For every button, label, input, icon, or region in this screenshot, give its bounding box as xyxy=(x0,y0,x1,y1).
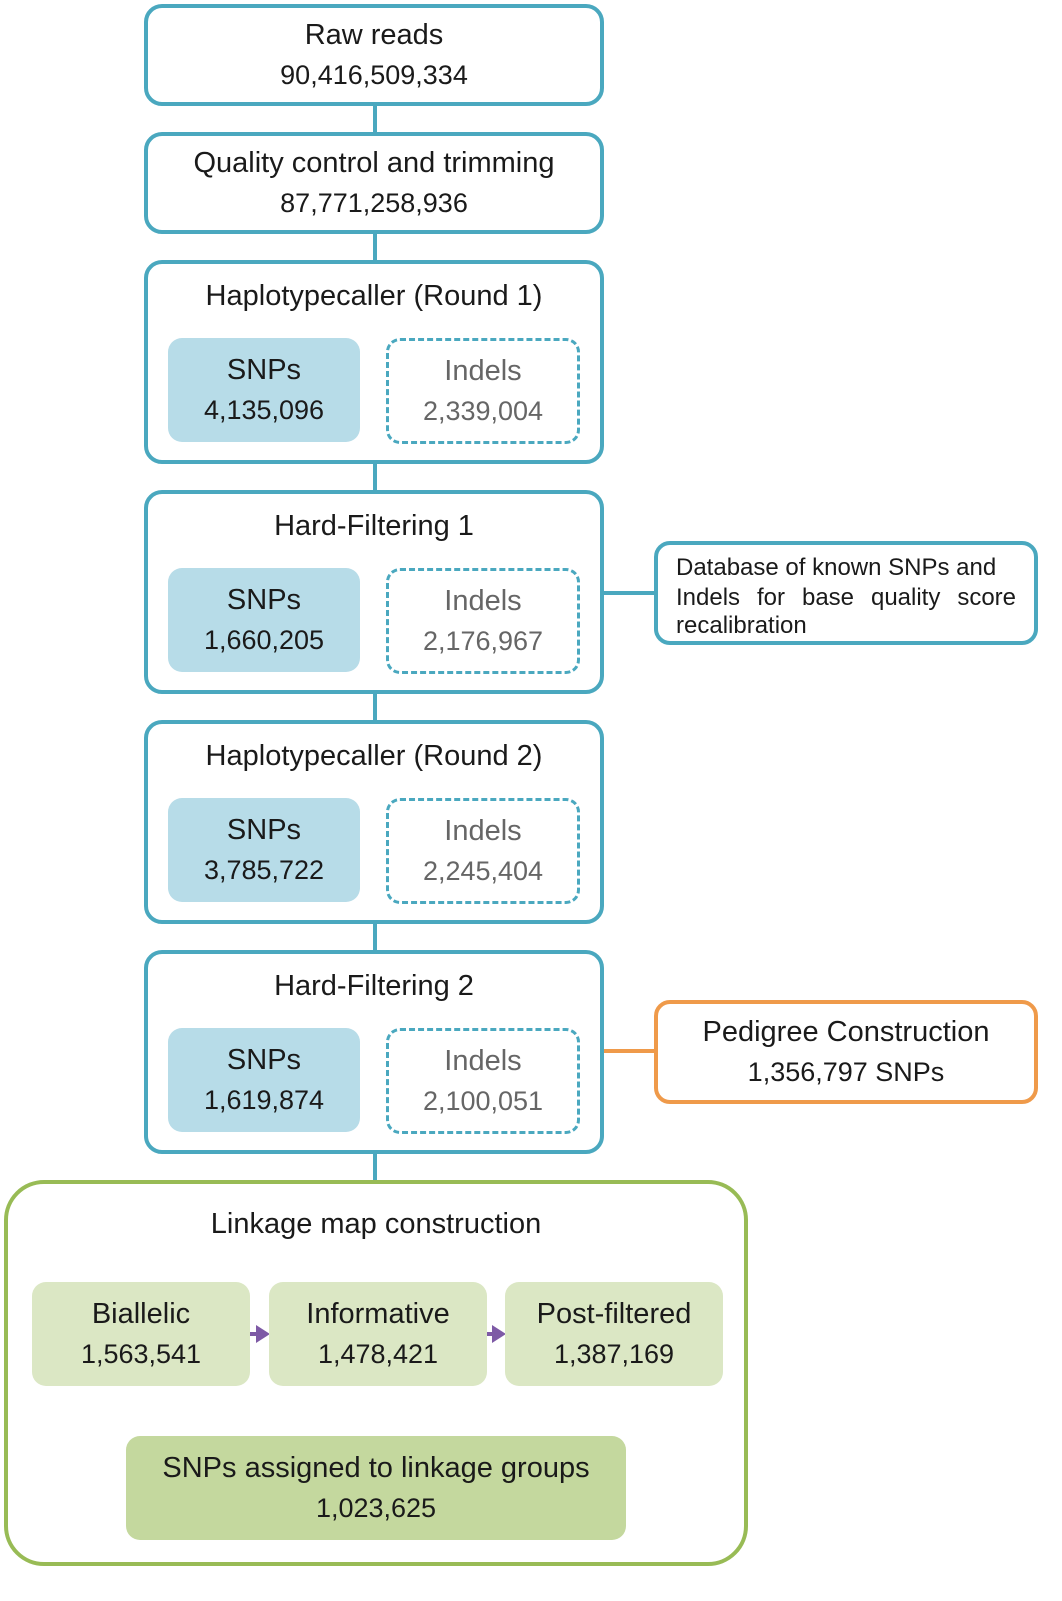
step-label: Biallelic xyxy=(91,1298,191,1330)
connector-raw-qc xyxy=(373,104,377,134)
assigned-value: 1,023,625 xyxy=(315,1493,437,1523)
snps-label: SNPs xyxy=(226,814,302,846)
stage-title: Haplotypecaller (Round 2) xyxy=(205,740,543,772)
arrow-shaft xyxy=(250,1332,258,1336)
indels-value: 2,176,967 xyxy=(422,626,544,656)
stage-title: Hard-Filtering 1 xyxy=(274,510,474,542)
step-value: 1,478,421 xyxy=(317,1339,439,1369)
connector-hc1-hf1 xyxy=(373,462,377,492)
snps-label: SNPs xyxy=(226,1044,302,1076)
stage-box-hard-filtering-2: Hard-Filtering 2 SNPs 1,619,874 Indels 2… xyxy=(144,950,604,1154)
connector-hf2-pedigree xyxy=(601,1049,656,1053)
connector-hf1-hc2 xyxy=(373,692,377,722)
database-line-1: Database of known SNPs and xyxy=(676,554,997,581)
snps-box: SNPs 4,135,096 xyxy=(168,338,360,442)
arrow-right-icon xyxy=(492,1325,506,1343)
assigned-label: SNPs assigned to linkage groups xyxy=(162,1452,590,1484)
stage-title: Hard-Filtering 2 xyxy=(274,970,474,1002)
database-line-3: recalibration xyxy=(676,612,807,639)
step-value: 1,387,169 xyxy=(553,1339,675,1369)
indels-label: Indels xyxy=(444,815,522,847)
snps-value: 1,660,205 xyxy=(203,625,325,655)
database-box: Database of known SNPs and Indels for ba… xyxy=(654,541,1038,645)
qc-title: Quality control and trimming xyxy=(193,147,555,179)
connector-hf2-linkage xyxy=(373,1152,377,1182)
linkage-title: Linkage map construction xyxy=(210,1208,542,1240)
linkage-step-post-filtered: Post-filtered 1,387,169 xyxy=(505,1282,723,1386)
snps-value: 4,135,096 xyxy=(203,395,325,425)
pedigree-box: Pedigree Construction 1,356,797 SNPs xyxy=(654,1000,1038,1104)
indels-box: Indels 2,339,004 xyxy=(386,338,580,444)
indels-value: 2,100,051 xyxy=(422,1086,544,1116)
raw-reads-value: 90,416,509,334 xyxy=(280,60,468,90)
arrow-right-icon xyxy=(256,1325,270,1343)
raw-reads-box: Raw reads 90,416,509,334 xyxy=(144,4,604,106)
connector-hc2-hf2 xyxy=(373,922,377,952)
assigned-snps-box: SNPs assigned to linkage groups 1,023,62… xyxy=(126,1436,626,1540)
indels-label: Indels xyxy=(444,585,522,617)
indels-box: Indels 2,100,051 xyxy=(386,1028,580,1134)
qc-value: 87,771,258,936 xyxy=(280,188,468,218)
raw-reads-title: Raw reads xyxy=(304,19,444,51)
step-value: 1,563,541 xyxy=(80,1339,202,1369)
indels-box: Indels 2,176,967 xyxy=(386,568,580,674)
stage-box-haplotypecaller-1: Haplotypecaller (Round 1) SNPs 4,135,096… xyxy=(144,260,604,464)
step-label: Informative xyxy=(306,1298,450,1330)
database-line-2: Indels for base quality score xyxy=(676,584,1016,611)
qc-box: Quality control and trimming 87,771,258,… xyxy=(144,132,604,234)
snps-value: 3,785,722 xyxy=(203,855,325,885)
snps-box: SNPs 3,785,722 xyxy=(168,798,360,902)
pedigree-title: Pedigree Construction xyxy=(702,1016,990,1048)
indels-label: Indels xyxy=(444,355,522,387)
stage-box-haplotypecaller-2: Haplotypecaller (Round 2) SNPs 3,785,722… xyxy=(144,720,604,924)
linkage-step-biallelic: Biallelic 1,563,541 xyxy=(32,1282,250,1386)
step-label: Post-filtered xyxy=(536,1298,692,1330)
pedigree-value: 1,356,797 SNPs xyxy=(747,1057,945,1087)
snps-label: SNPs xyxy=(226,354,302,386)
indels-value: 2,339,004 xyxy=(422,396,544,426)
connector-hf1-database xyxy=(601,591,656,595)
snps-box: SNPs 1,619,874 xyxy=(168,1028,360,1132)
indels-label: Indels xyxy=(444,1045,522,1077)
indels-box: Indels 2,245,404 xyxy=(386,798,580,904)
arrow-shaft xyxy=(487,1332,493,1336)
snps-label: SNPs xyxy=(226,584,302,616)
connector-qc-hc1 xyxy=(373,232,377,262)
linkage-step-informative: Informative 1,478,421 xyxy=(269,1282,487,1386)
stage-box-hard-filtering-1: Hard-Filtering 1 SNPs 1,660,205 Indels 2… xyxy=(144,490,604,694)
snps-value: 1,619,874 xyxy=(203,1085,325,1115)
indels-value: 2,245,404 xyxy=(422,856,544,886)
snps-box: SNPs 1,660,205 xyxy=(168,568,360,672)
stage-title: Haplotypecaller (Round 1) xyxy=(205,280,543,312)
linkage-box: Linkage map construction Biallelic 1,563… xyxy=(4,1180,748,1566)
